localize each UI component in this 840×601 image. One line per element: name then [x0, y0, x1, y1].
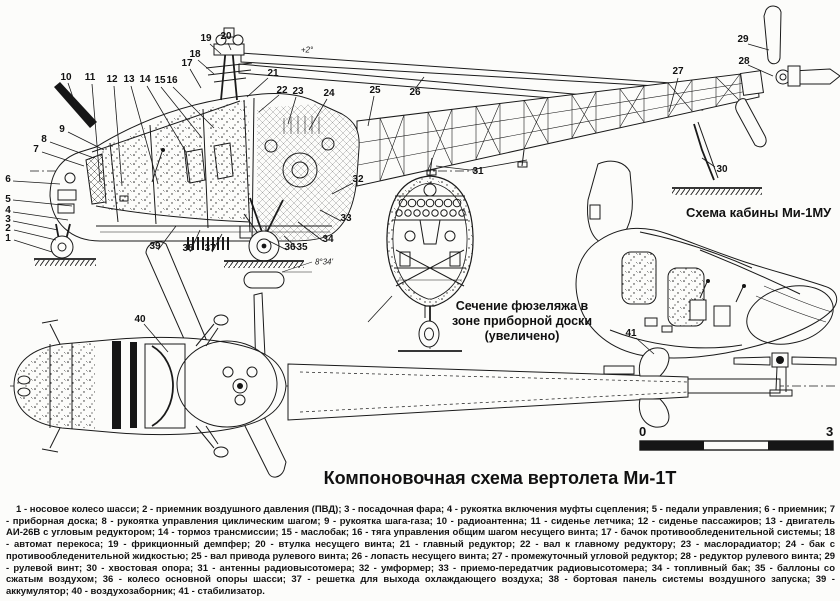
callout-30: 30 [716, 164, 728, 175]
callout-19: 19 [200, 33, 212, 44]
callout-12: 12 [106, 74, 118, 85]
callout-28: 28 [738, 56, 750, 67]
callout-37: 37 [204, 243, 216, 254]
section-view-label: Сечение фюзеляжа в зоне приборной доски … [451, 299, 592, 343]
callout-2: 2 [5, 223, 11, 234]
callout-33: 33 [340, 213, 352, 224]
callout-8: 8 [41, 134, 47, 145]
callout-22: 22 [276, 85, 288, 96]
callout-27: 27 [672, 66, 684, 77]
stabilizer-top [638, 347, 670, 377]
callout-15: 15 [154, 75, 166, 86]
callout-11: 11 [84, 72, 96, 83]
angle-annotation: 8°34' [314, 257, 334, 267]
callout-40: 40 [134, 314, 146, 325]
callout-14: 14 [139, 74, 151, 85]
callout-36: 36 [284, 242, 296, 253]
tail-skid [693, 123, 715, 181]
rotor-hub [213, 43, 245, 56]
page-title: Компоновочная схема вертолета Ми-1Т [323, 468, 677, 488]
callout-7: 7 [33, 144, 39, 155]
instrument-dials [395, 198, 466, 217]
callout-1: 1 [5, 233, 11, 244]
callout-31: 31 [472, 166, 484, 177]
instrument-panel-side [85, 153, 107, 205]
legend-text: 1 - носовое колесо шасси; 2 - приемник в… [6, 504, 836, 597]
side-view-drawing [30, 5, 840, 268]
callout-6: 6 [5, 174, 11, 185]
scale-end: 3 [826, 424, 834, 439]
scale-start: 0 [639, 424, 647, 439]
callout-26: 26 [409, 87, 421, 98]
callout-leader-lines [12, 42, 774, 355]
callout-9: 9 [59, 124, 65, 135]
cabin-view-label: Схема кабины Ми-1МУ [686, 205, 832, 220]
callout-17: 17 [181, 58, 193, 69]
angle-annotation: +2° [300, 45, 314, 55]
stabilizer-bottom [638, 398, 670, 428]
callout-25: 25 [369, 85, 381, 96]
callout-3: 3 [5, 214, 11, 225]
callout-34: 34 [322, 234, 334, 245]
cross-section-drawing [367, 170, 474, 352]
tail-rotor-blade-top [763, 5, 782, 65]
air-intake-arc [151, 345, 174, 427]
callout-16: 16 [166, 75, 178, 86]
top-blade-tip [243, 271, 285, 289]
scale-bar [639, 440, 834, 451]
top-tail-boom [287, 363, 689, 421]
top-view-drawing [10, 241, 837, 478]
tail-rotor-blade-bottom [735, 98, 767, 148]
callout-13: 13 [123, 74, 135, 85]
callout-20: 20 [220, 31, 232, 42]
callout-18: 18 [189, 49, 201, 60]
pilot-seat [185, 148, 206, 184]
callout-35: 35 [296, 242, 308, 253]
callout-39: 39 [149, 241, 161, 252]
callout-41: 41 [625, 328, 637, 339]
engine-circle [282, 152, 318, 188]
callout-5: 5 [5, 194, 11, 205]
callout-10: 10 [60, 72, 72, 83]
callout-4: 4 [5, 205, 11, 216]
callout-32: 32 [352, 174, 364, 185]
callout-23: 23 [292, 86, 304, 97]
callout-21: 21 [267, 68, 279, 79]
nose-glazing [746, 285, 834, 345]
callout-38: 38 [182, 243, 194, 254]
cabin-scheme-drawing [575, 160, 838, 359]
callout-29: 29 [737, 34, 749, 45]
callout-24: 24 [323, 88, 335, 99]
